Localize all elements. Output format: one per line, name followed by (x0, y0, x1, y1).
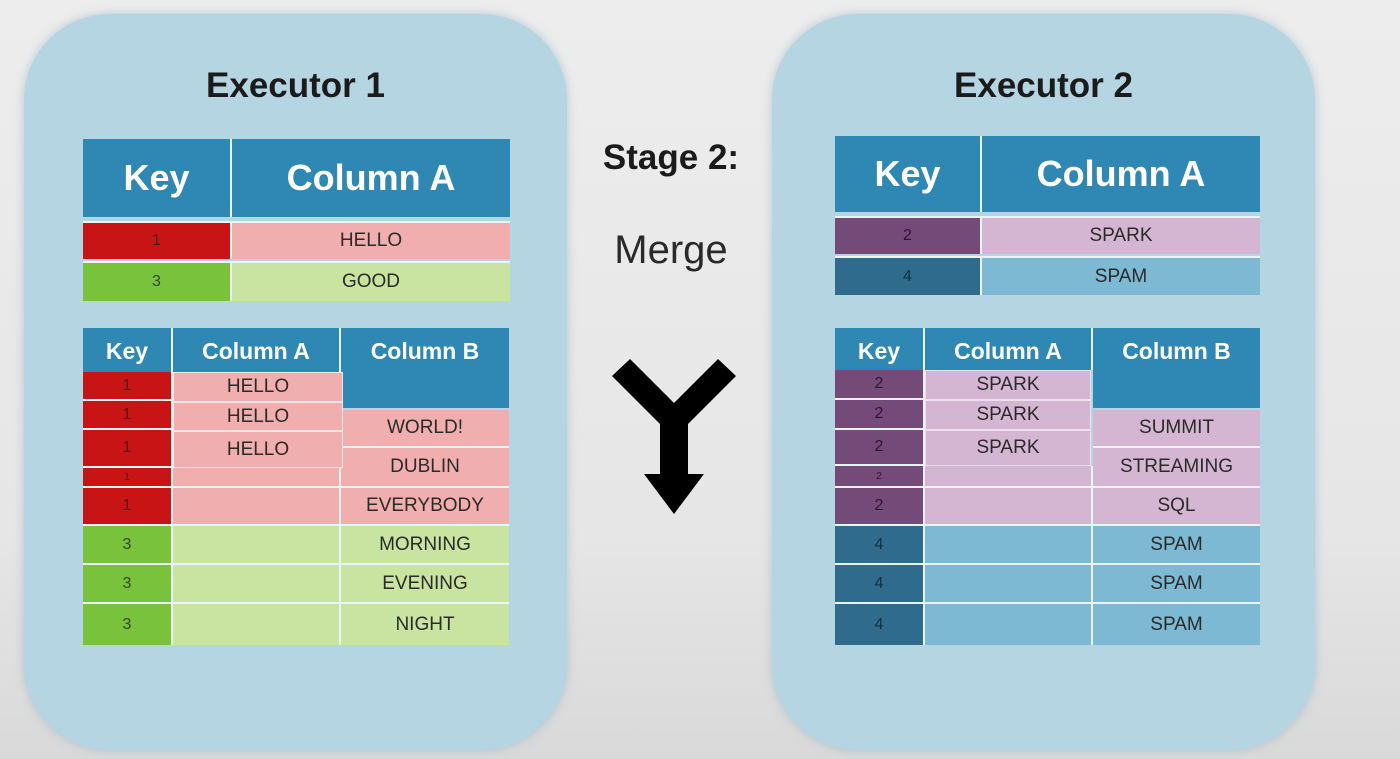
key-cell: 4 (835, 565, 925, 604)
key-cell: 2 (835, 466, 925, 488)
column-b-cell: SPAM (1093, 565, 1260, 604)
executor-2-title: Executor 2 (954, 66, 1133, 105)
column-a-empty-cell (173, 604, 341, 645)
executor-1-title: Executor 1 (206, 66, 385, 105)
value-cell: SPARK (982, 216, 1260, 254)
column-b-cell: SUMMIT (1093, 410, 1260, 448)
key-cell: 1 (83, 401, 173, 430)
stage-title: Stage 2: (602, 138, 740, 177)
value-cell: HELLO (232, 221, 510, 259)
column-a-header: Column A (173, 328, 341, 372)
executor-2-table-1: Key Column A 2 SPARK 4 SPAM (835, 136, 1260, 295)
column-a-empty-cell (925, 604, 1093, 645)
key-cell: 4 (835, 256, 982, 295)
column-b-cell: DUBLIN (341, 448, 509, 488)
column-b-header: Column B (1093, 328, 1260, 408)
column-b-cell: SQL (1093, 488, 1260, 526)
column-a-empty-cell (925, 466, 1093, 488)
column-b-header: Column B (341, 328, 509, 408)
column-a-header: Column A (982, 136, 1260, 212)
key-cell: 2 (835, 216, 982, 254)
column-a-header: Column A (232, 139, 510, 217)
executor-1-table-2: Key Column A Column B 1 1 1 1 1 3 3 3 WO… (83, 328, 509, 645)
key-cell: 2 (835, 400, 925, 430)
column-a-cell: SPARK (925, 370, 1091, 400)
column-b-cell: STREAMING (1093, 448, 1260, 488)
column-a-cell: HELLO (173, 372, 343, 402)
merge-arrow-icon (612, 359, 736, 514)
key-header: Key (83, 139, 232, 217)
column-b-cell: SPAM (1093, 604, 1260, 645)
key-header: Key (83, 328, 173, 372)
key-cell: 4 (835, 604, 925, 645)
column-a-empty-cell (173, 468, 341, 488)
value-cell: GOOD (232, 261, 510, 301)
key-cell: 4 (835, 526, 925, 565)
key-cell: 1 (83, 430, 173, 468)
key-cell: 3 (83, 261, 232, 301)
column-b-cell: WORLD! (341, 410, 509, 448)
column-a-empty-cell (173, 526, 341, 565)
column-a-header: Column A (925, 328, 1093, 370)
column-a-cell: HELLO (173, 431, 343, 468)
column-a-cell: HELLO (173, 402, 343, 431)
column-a-cell: SPARK (925, 430, 1091, 466)
column-b-cell: EVENING (341, 565, 509, 604)
column-a-empty-cell (925, 488, 1093, 526)
key-cell: 1 (83, 488, 173, 526)
key-cell: 1 (83, 221, 232, 259)
key-header: Key (835, 328, 925, 370)
column-a-empty-cell (925, 526, 1093, 565)
key-cell: 3 (83, 565, 173, 604)
key-cell: 2 (835, 488, 925, 526)
column-a-cell: SPARK (925, 400, 1091, 430)
executor-2-table-2: Key Column A Column B 2 2 2 2 2 4 4 4 SU… (835, 328, 1260, 645)
key-cell: 2 (835, 370, 925, 400)
column-b-cell: EVERYBODY (341, 488, 509, 526)
column-b-cell: MORNING (341, 526, 509, 565)
key-cell: 3 (83, 604, 173, 645)
column-b-cell: SPAM (1093, 526, 1260, 565)
value-cell: SPAM (982, 256, 1260, 295)
key-cell: 3 (83, 526, 173, 565)
column-a-empty-cell (173, 565, 341, 604)
key-cell: 2 (835, 430, 925, 466)
column-a-empty-cell (173, 488, 341, 526)
key-cell: 1 (83, 468, 173, 488)
column-a-empty-cell (925, 565, 1093, 604)
executor-1-table-1: Key Column A 1 HELLO 3 GOOD (83, 139, 510, 301)
key-cell: 1 (83, 372, 173, 401)
merge-label: Merge (614, 228, 728, 272)
column-b-cell: NIGHT (341, 604, 509, 645)
key-header: Key (835, 136, 982, 212)
